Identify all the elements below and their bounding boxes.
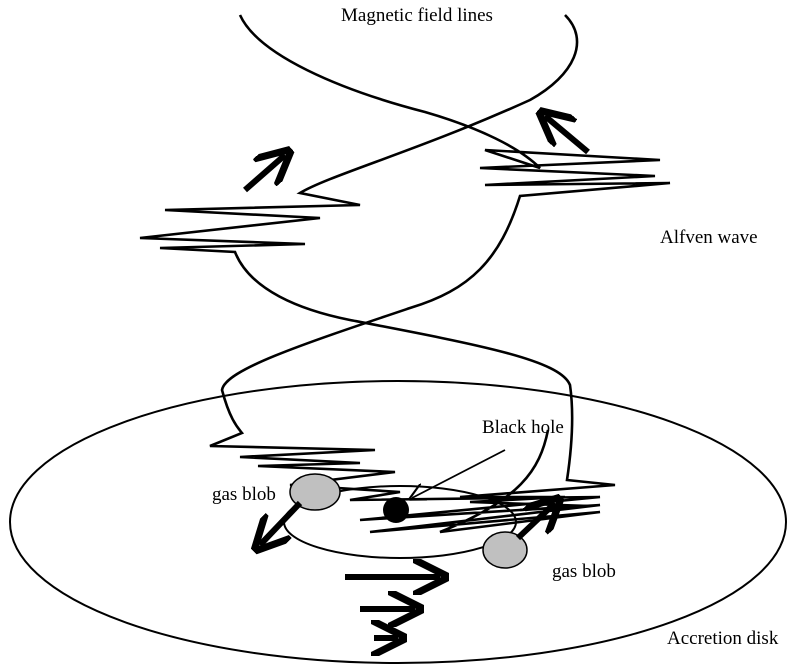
gas-blob-right-arrow	[515, 503, 555, 541]
label-black-hole: Black hole	[482, 417, 564, 438]
gas-blob-right	[482, 531, 528, 569]
label-gas-blob-right: gas blob	[552, 561, 616, 582]
label-magnetic-field-lines: Magnetic field lines	[341, 5, 493, 26]
field-arrow-upper-right	[545, 116, 590, 155]
field-arrow-upper-left	[243, 155, 285, 193]
gas-blob-left	[289, 473, 341, 511]
accretion-disk-ellipse	[9, 380, 787, 664]
magnetic-field-line-left	[209, 14, 671, 534]
black-hole-pointer-arrow	[412, 449, 506, 498]
label-alfven-wave: Alfven wave	[660, 227, 758, 248]
magnetic-field-line-right	[139, 14, 616, 512]
black-hole	[383, 497, 409, 523]
label-accretion-disk: Accretion disk	[667, 628, 779, 649]
gas-blob-left-arrow	[260, 500, 303, 545]
label-gas-blob-left: gas blob	[212, 484, 276, 505]
